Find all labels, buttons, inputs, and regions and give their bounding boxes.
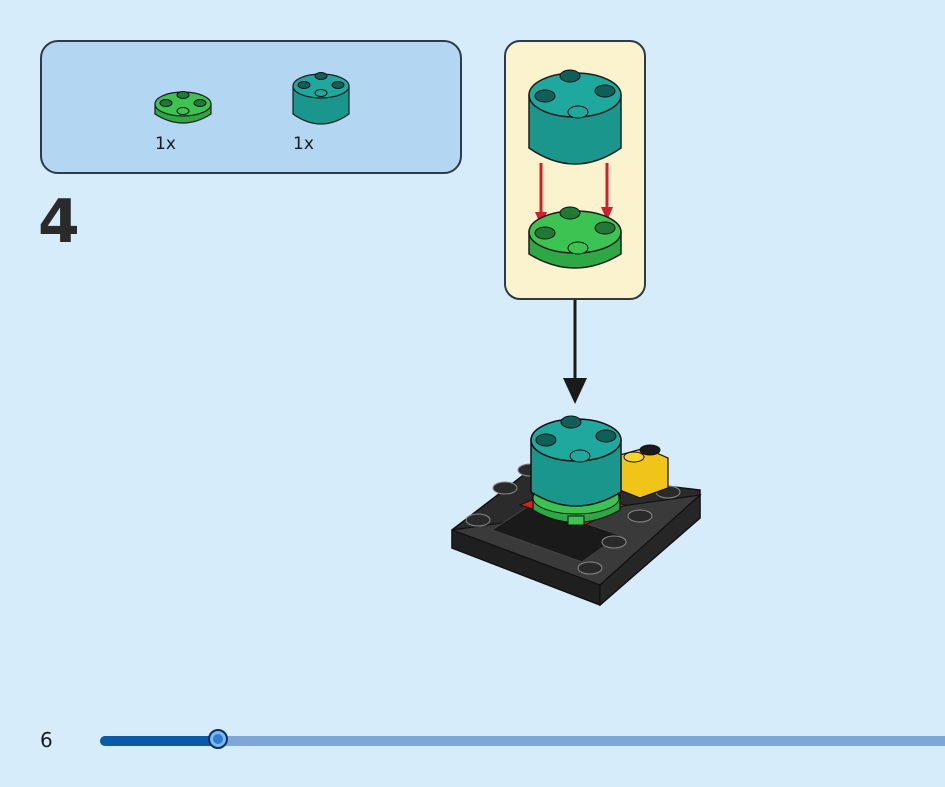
progress-knob[interactable] bbox=[208, 729, 229, 749]
teal-brick-quantity: 1x bbox=[293, 134, 314, 154]
parts-list-box: 1x 1x bbox=[40, 40, 462, 174]
step-number: 4 bbox=[38, 187, 80, 257]
progress-bar bbox=[100, 729, 945, 749]
subassembly-callout bbox=[504, 40, 646, 300]
green-round-plate-icon bbox=[152, 84, 214, 130]
assembly-arrow bbox=[563, 300, 587, 404]
green-plate-quantity: 1x bbox=[155, 134, 176, 154]
main-model bbox=[451, 415, 702, 607]
progress-fill bbox=[100, 736, 219, 746]
teal-round-brick-icon bbox=[290, 64, 352, 130]
page-number: 6 bbox=[40, 728, 53, 752]
